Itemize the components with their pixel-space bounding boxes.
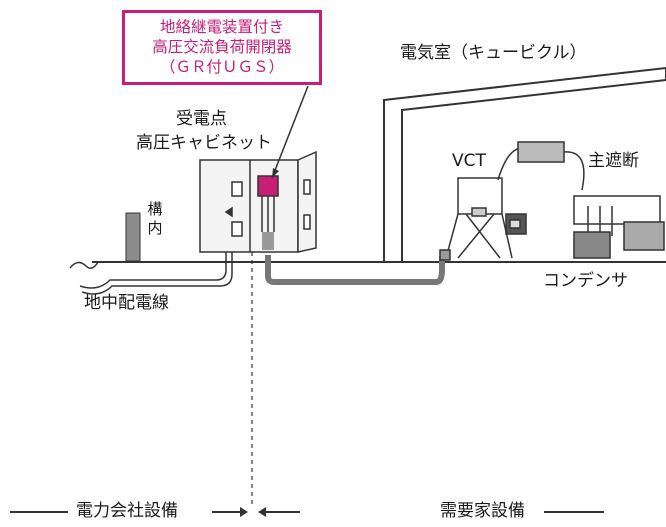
conduit-pipe — [265, 255, 445, 285]
customer-equipment-label: 需要家設備 — [440, 501, 525, 521]
hv-cabinet — [199, 150, 317, 253]
callout-line-3: （ＧＲ付ＵＧＳ） — [159, 58, 284, 76]
premises-label-2: 内 — [147, 219, 163, 237]
callout-leader — [271, 85, 309, 179]
ground-break-mark — [69, 261, 99, 269]
callout-line-2: 高圧交流負荷開閉器 — [152, 38, 292, 56]
callout-line-1: 地絡継電装置付き — [159, 18, 284, 36]
utility-equipment-label: 電力会社設備 — [76, 501, 178, 521]
gr-ugs-callout: 地絡継電装置付き 高圧交流負荷開閉器 （ＧＲ付ＵＧＳ） — [122, 10, 322, 85]
vct-unit — [439, 147, 531, 261]
main-breaker-label: 主遮断 — [588, 151, 639, 171]
condenser-label: コンデンサ — [543, 271, 628, 291]
underground-line-label: 地中配電線 — [84, 293, 169, 313]
premises-post — [125, 212, 141, 262]
building-label: 電気室（キュービクル） — [400, 43, 587, 63]
premises-label-1: 構 — [147, 200, 163, 218]
cabinet-label-line-2: 高圧キャビネット — [136, 133, 272, 153]
underground-cable-2 — [81, 252, 233, 295]
cabinet-label-line-1: 受電点 — [176, 109, 227, 129]
gr-ugs-device — [257, 175, 279, 197]
underground-cable — [79, 252, 227, 289]
vct-label: VCT — [452, 151, 486, 171]
main-breaker-unit — [517, 141, 665, 259]
